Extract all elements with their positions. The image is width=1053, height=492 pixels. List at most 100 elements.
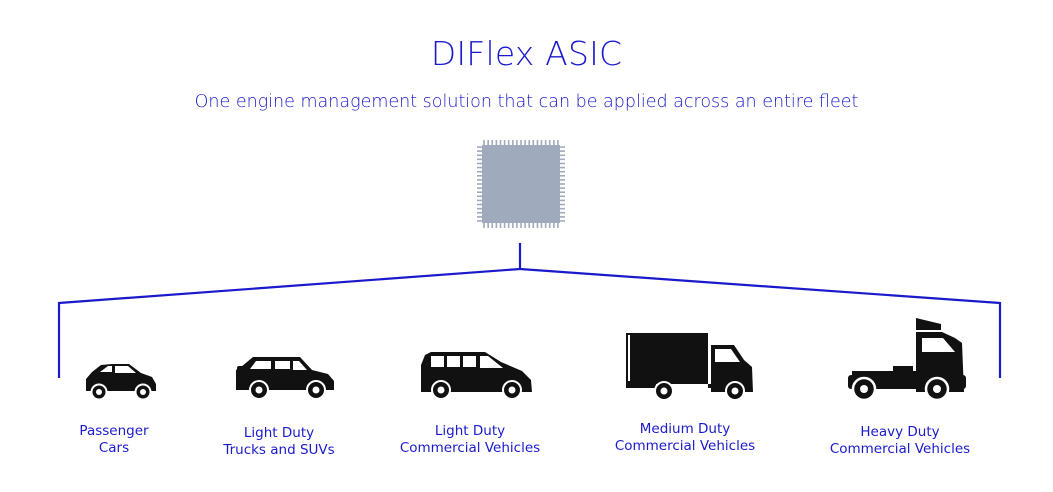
chip-pin xyxy=(560,187,565,189)
chip-pin xyxy=(491,223,494,228)
chip-pin xyxy=(560,191,565,194)
chip-pin xyxy=(557,223,559,228)
chip-pin xyxy=(503,223,506,228)
chip-pin xyxy=(560,199,565,202)
chip-pin xyxy=(520,140,522,145)
chip-pin xyxy=(560,183,565,185)
chip-pin xyxy=(540,140,543,145)
vehicle-label-line2: Trucks and SUVs xyxy=(223,442,335,458)
chip-pin xyxy=(477,146,482,148)
passenger-car-icon xyxy=(86,364,156,401)
connector-right-arm xyxy=(519,267,1001,305)
vehicle-label-line2: Commercial Vehicles xyxy=(829,441,971,457)
vehicle-label-line1: Passenger xyxy=(79,423,149,439)
vehicle-label-line2: Cars xyxy=(98,440,130,456)
chip-pin xyxy=(536,140,539,145)
suv-icon xyxy=(236,357,334,400)
chip-pin xyxy=(540,223,543,228)
vehicle-label-light-duty-commercial: Light Duty Commercial Vehicles xyxy=(360,423,580,457)
vehicle-label-heavy-duty-commercial: Heavy Duty Commercial Vehicles xyxy=(790,424,1010,458)
page-title: DIFlex ASIC xyxy=(430,34,623,73)
chip-pin xyxy=(499,140,502,145)
vehicle-label-line1: Heavy Duty xyxy=(860,424,940,440)
chip-pin xyxy=(560,216,565,218)
chip-pin xyxy=(516,223,518,228)
chip-pin xyxy=(548,140,551,145)
chip-pin xyxy=(560,195,565,198)
chip-pin xyxy=(536,223,539,228)
chip-pin xyxy=(553,223,555,228)
chip-pin xyxy=(560,211,565,214)
chip-pin xyxy=(477,207,482,210)
vehicle-label-line2: Commercial Vehicles xyxy=(614,438,756,454)
box-truck-icon xyxy=(626,333,753,401)
chip-pin xyxy=(477,191,482,194)
chip-pin xyxy=(477,170,482,173)
page-subtitle: One engine management solution that can … xyxy=(194,92,859,112)
vehicle-label-line1: Light Duty xyxy=(434,423,506,439)
chip-body xyxy=(482,145,560,223)
chip-pin xyxy=(560,146,565,148)
chip-pin xyxy=(560,166,565,169)
vehicle-label-light-duty-trucks: Light Duty Trucks and SUVs xyxy=(169,425,389,459)
chip-pin xyxy=(528,223,531,228)
chip-pin xyxy=(495,140,498,145)
chip-pin xyxy=(477,174,482,177)
chip-pin xyxy=(487,140,489,145)
chip-pin xyxy=(560,220,565,222)
chip-pin xyxy=(553,140,555,145)
chip-pin xyxy=(560,154,565,157)
chip-pin xyxy=(499,223,502,228)
chip-pin xyxy=(477,220,482,222)
chip-pin xyxy=(477,158,482,161)
chip-pin xyxy=(516,140,518,145)
chip-pin xyxy=(477,216,482,218)
chip-pin xyxy=(483,140,485,145)
vehicle-label-medium-duty-commercial: Medium Duty Commercial Vehicles xyxy=(575,421,795,455)
chip-pin xyxy=(477,211,482,214)
chip-pin xyxy=(560,174,565,177)
chip-pin xyxy=(544,140,547,145)
chip-pin xyxy=(477,166,482,169)
chip-pin xyxy=(495,223,498,228)
chip-pin xyxy=(503,140,506,145)
chip-pin xyxy=(560,179,565,181)
chip-pin xyxy=(491,140,494,145)
chip-pin xyxy=(532,223,535,228)
vehicle-label-line1: Light Duty xyxy=(243,425,315,441)
chip-pin xyxy=(548,223,551,228)
chip-pin xyxy=(487,223,489,228)
chip-pin xyxy=(477,154,482,157)
chip-pin xyxy=(524,223,526,228)
chip-pin xyxy=(560,162,565,165)
chip-pin xyxy=(477,150,482,152)
asic-chip-icon xyxy=(477,140,565,228)
chip-pin xyxy=(477,203,482,206)
chip-pin xyxy=(560,207,565,210)
connector-lines xyxy=(57,243,1002,378)
chip-pin xyxy=(524,140,526,145)
semi-truck-icon xyxy=(848,318,966,402)
chip-pin xyxy=(557,140,559,145)
chip-pin xyxy=(477,187,482,189)
chip-pin xyxy=(560,150,565,152)
chip-pin xyxy=(477,195,482,198)
vehicle-label-passenger-cars: Passenger Cars xyxy=(4,423,224,457)
chip-pin xyxy=(560,203,565,206)
chip-pin xyxy=(477,179,482,181)
chip-pin xyxy=(532,140,535,145)
chip-pins xyxy=(477,140,565,228)
chip-pin xyxy=(477,162,482,165)
chip-pin xyxy=(507,223,510,228)
chip-pin xyxy=(560,170,565,173)
chip-pin xyxy=(528,140,531,145)
vehicle-label-line2: Commercial Vehicles xyxy=(399,440,541,456)
chip-pin xyxy=(507,140,510,145)
chip-pin xyxy=(520,223,522,228)
chip-pin xyxy=(544,223,547,228)
van-icon xyxy=(421,352,532,400)
chip-pin xyxy=(560,158,565,161)
vehicle-label-line1: Medium Duty xyxy=(639,421,731,437)
